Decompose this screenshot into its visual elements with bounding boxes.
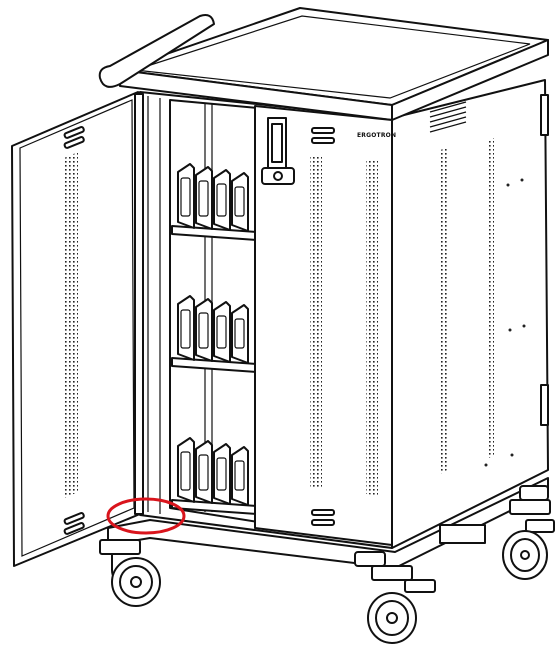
caster-back-right — [502, 499, 555, 580]
caster-front-right — [367, 565, 436, 644]
device-slot-inner — [216, 315, 227, 349]
device-slot-inner — [198, 180, 209, 217]
device-slot-inner — [180, 177, 191, 217]
device-slot-inner — [216, 183, 227, 217]
open-left-door — [11, 91, 161, 567]
device-slot-inner — [198, 454, 209, 491]
cart-interior — [169, 99, 259, 523]
cart-top-lid — [98, 7, 549, 121]
device-slot-inner — [180, 309, 191, 349]
brand-label: ERGOTRON — [357, 132, 396, 139]
cart-side-panel — [391, 79, 549, 549]
side-vent — [429, 101, 467, 133]
cart-base — [107, 477, 549, 569]
highlight-ellipse — [106, 497, 186, 535]
device-slot-inner — [234, 460, 245, 491]
device-slot-inner — [234, 186, 245, 217]
front-door-panel: ERGOTRON — [254, 105, 396, 546]
door-latch — [261, 117, 295, 185]
caster-front-left — [99, 539, 161, 607]
device-slot-inner — [180, 451, 191, 491]
device-slot-inner — [216, 457, 227, 491]
device-slot-inner — [234, 318, 245, 349]
device-slot-inner — [198, 312, 209, 349]
